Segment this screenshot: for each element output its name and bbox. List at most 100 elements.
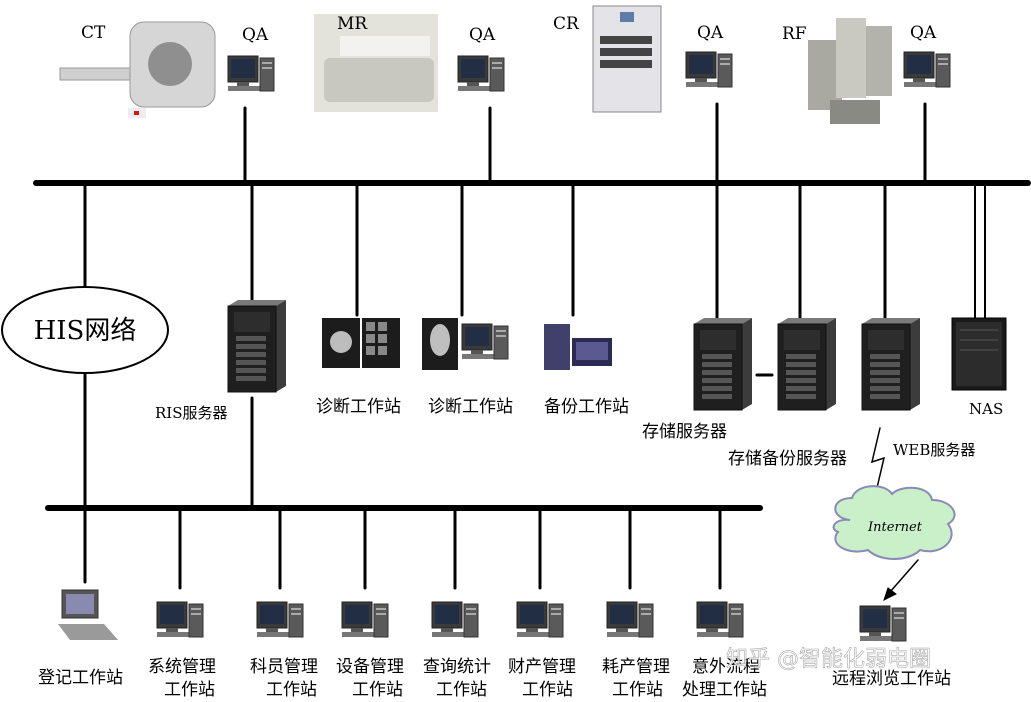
query-statistics-workstation: 查询统计 工作站	[423, 601, 491, 700]
research-management-workstation: 科员管理 工作站	[250, 601, 318, 700]
workstation-label-line1: 查询统计	[423, 657, 491, 677]
qa-workstation-3: QA	[685, 23, 733, 88]
cr-reader-icon	[592, 5, 662, 113]
svg-text:工作站: 工作站	[352, 680, 403, 700]
dual-monitor-icon	[322, 318, 400, 368]
workstation-label-line1: 设备管理	[336, 657, 404, 677]
asset-management-workstation: 财产管理 工作站	[508, 601, 576, 700]
cloud-icon	[832, 485, 956, 560]
storage-server: 存储服务器	[642, 317, 753, 442]
backup-workstation-label: 备份工作站	[544, 397, 629, 417]
qa-label: QA	[910, 23, 937, 43]
svg-text:工作站: 工作站	[266, 680, 317, 700]
qa-workstation-4: QA	[903, 23, 951, 88]
nas: NAS	[951, 317, 1007, 418]
svg-text:系统管理: 系统管理	[148, 657, 216, 677]
computer-icon	[516, 601, 564, 638]
server-icon	[861, 317, 921, 411]
computer-icon	[685, 51, 733, 88]
qa-label: QA	[242, 25, 269, 45]
backup-device-icon	[544, 324, 612, 370]
diagnostic-workstation-label: 诊断工作站	[316, 397, 401, 417]
workstation-label-line1: 耗产管理	[602, 657, 670, 677]
diagnostic-workstation-1: 诊断工作站	[316, 318, 401, 417]
laptop-icon	[58, 589, 118, 640]
nas-rack-icon	[951, 317, 1007, 391]
workstation-label-line1: 科员管理	[250, 657, 318, 677]
workstation-label-line2: 工作站	[612, 680, 663, 700]
svg-text:科员管理: 科员管理	[250, 657, 318, 677]
ris-server: RIS服务器	[155, 299, 287, 422]
ct-label: CT	[81, 23, 106, 43]
diagnostic-workstation-label: 诊断工作站	[428, 397, 513, 417]
workstation-label-line2: 工作站	[352, 680, 403, 700]
qa-label: QA	[697, 23, 724, 43]
computer-icon	[156, 601, 204, 638]
backup-workstation: 备份工作站	[544, 324, 629, 417]
web-server-label: WEB服务器	[893, 441, 975, 459]
nas-label: NAS	[969, 400, 1003, 418]
workstation-label-line2: 工作站	[522, 680, 573, 700]
server-icon	[693, 317, 753, 411]
computer-icon	[457, 55, 505, 92]
computer-icon	[341, 601, 389, 638]
storage-backup-server-label: 存储备份服务器	[728, 449, 847, 469]
xray-workstation-icon	[422, 318, 509, 370]
qa-workstation-2: QA	[457, 25, 505, 92]
computer-icon	[227, 55, 275, 92]
ct-scanner-icon	[59, 21, 216, 118]
ris-server-label: RIS服务器	[155, 404, 228, 422]
internet: Internet	[832, 485, 956, 560]
workstation-label-line2: 工作站	[164, 680, 215, 700]
storage-server-label: 存储服务器	[642, 422, 727, 442]
computer-icon	[696, 601, 744, 638]
wireless-link-icon	[870, 427, 886, 493]
svg-text:查询统计: 查询统计	[423, 657, 491, 677]
internet-label: Internet	[867, 520, 923, 535]
workstation-label-line2: 工作站	[266, 680, 317, 700]
svg-text:财产管理: 财产管理	[508, 657, 576, 677]
remote-browsing-workstation-label: 远程浏览工作站	[832, 669, 951, 689]
workstation-label-line1: 系统管理	[148, 657, 216, 677]
mr-scanner-icon	[314, 14, 438, 112]
server-icon	[227, 299, 287, 393]
svg-text:意外流程: 意外流程	[692, 657, 760, 677]
diagnostic-workstation-2: 诊断工作站	[422, 318, 513, 417]
svg-text:工作站: 工作站	[612, 680, 663, 700]
watermark: 知乎 @智能化弱电圈	[726, 647, 931, 672]
computer-icon	[606, 601, 654, 638]
mr-label: MR	[337, 14, 368, 34]
svg-text:设备管理: 设备管理	[336, 657, 404, 677]
computer-icon	[903, 51, 951, 88]
network-lines	[33, 102, 1031, 601]
register-workstation: 登记工作站	[38, 589, 123, 688]
incident-handling-workstation: 意外流程 处理工作站	[682, 601, 767, 700]
svg-text:工作站: 工作站	[164, 680, 215, 700]
storage-backup-server: 存储备份服务器	[728, 317, 847, 469]
his-network-label: HIS网络	[34, 316, 137, 346]
cr-label: CR	[553, 14, 580, 34]
equipment-management-workstation: 设备管理 工作站	[336, 601, 404, 700]
rf-label: RF	[782, 24, 807, 44]
web-server: WEB服务器	[861, 317, 975, 459]
workstation-label-line1: 财产管理	[508, 657, 576, 677]
register-workstation-label: 登记工作站	[38, 668, 123, 688]
svg-text:工作站: 工作站	[522, 680, 573, 700]
workstation-label-line2: 处理工作站	[682, 680, 767, 700]
remote-browsing-workstation: 远程浏览工作站	[832, 605, 951, 689]
workstation-label-line1: 意外流程	[692, 657, 760, 677]
svg-text:工作站: 工作站	[436, 680, 487, 700]
svg-text:耗产管理: 耗产管理	[602, 657, 670, 677]
server-icon	[777, 317, 837, 411]
consumables-management-workstation: 耗产管理 工作站	[602, 601, 670, 700]
svg-text:处理工作站: 处理工作站	[682, 680, 767, 700]
qa-label: QA	[469, 25, 496, 45]
computer-icon	[859, 605, 907, 642]
his-network: HIS网络	[1, 286, 169, 374]
computer-icon	[431, 601, 479, 638]
workstation-label-line2: 工作站	[436, 680, 487, 700]
computer-icon	[256, 601, 304, 638]
qa-workstation-1: QA	[227, 25, 275, 92]
rf-device-icon	[808, 18, 892, 124]
